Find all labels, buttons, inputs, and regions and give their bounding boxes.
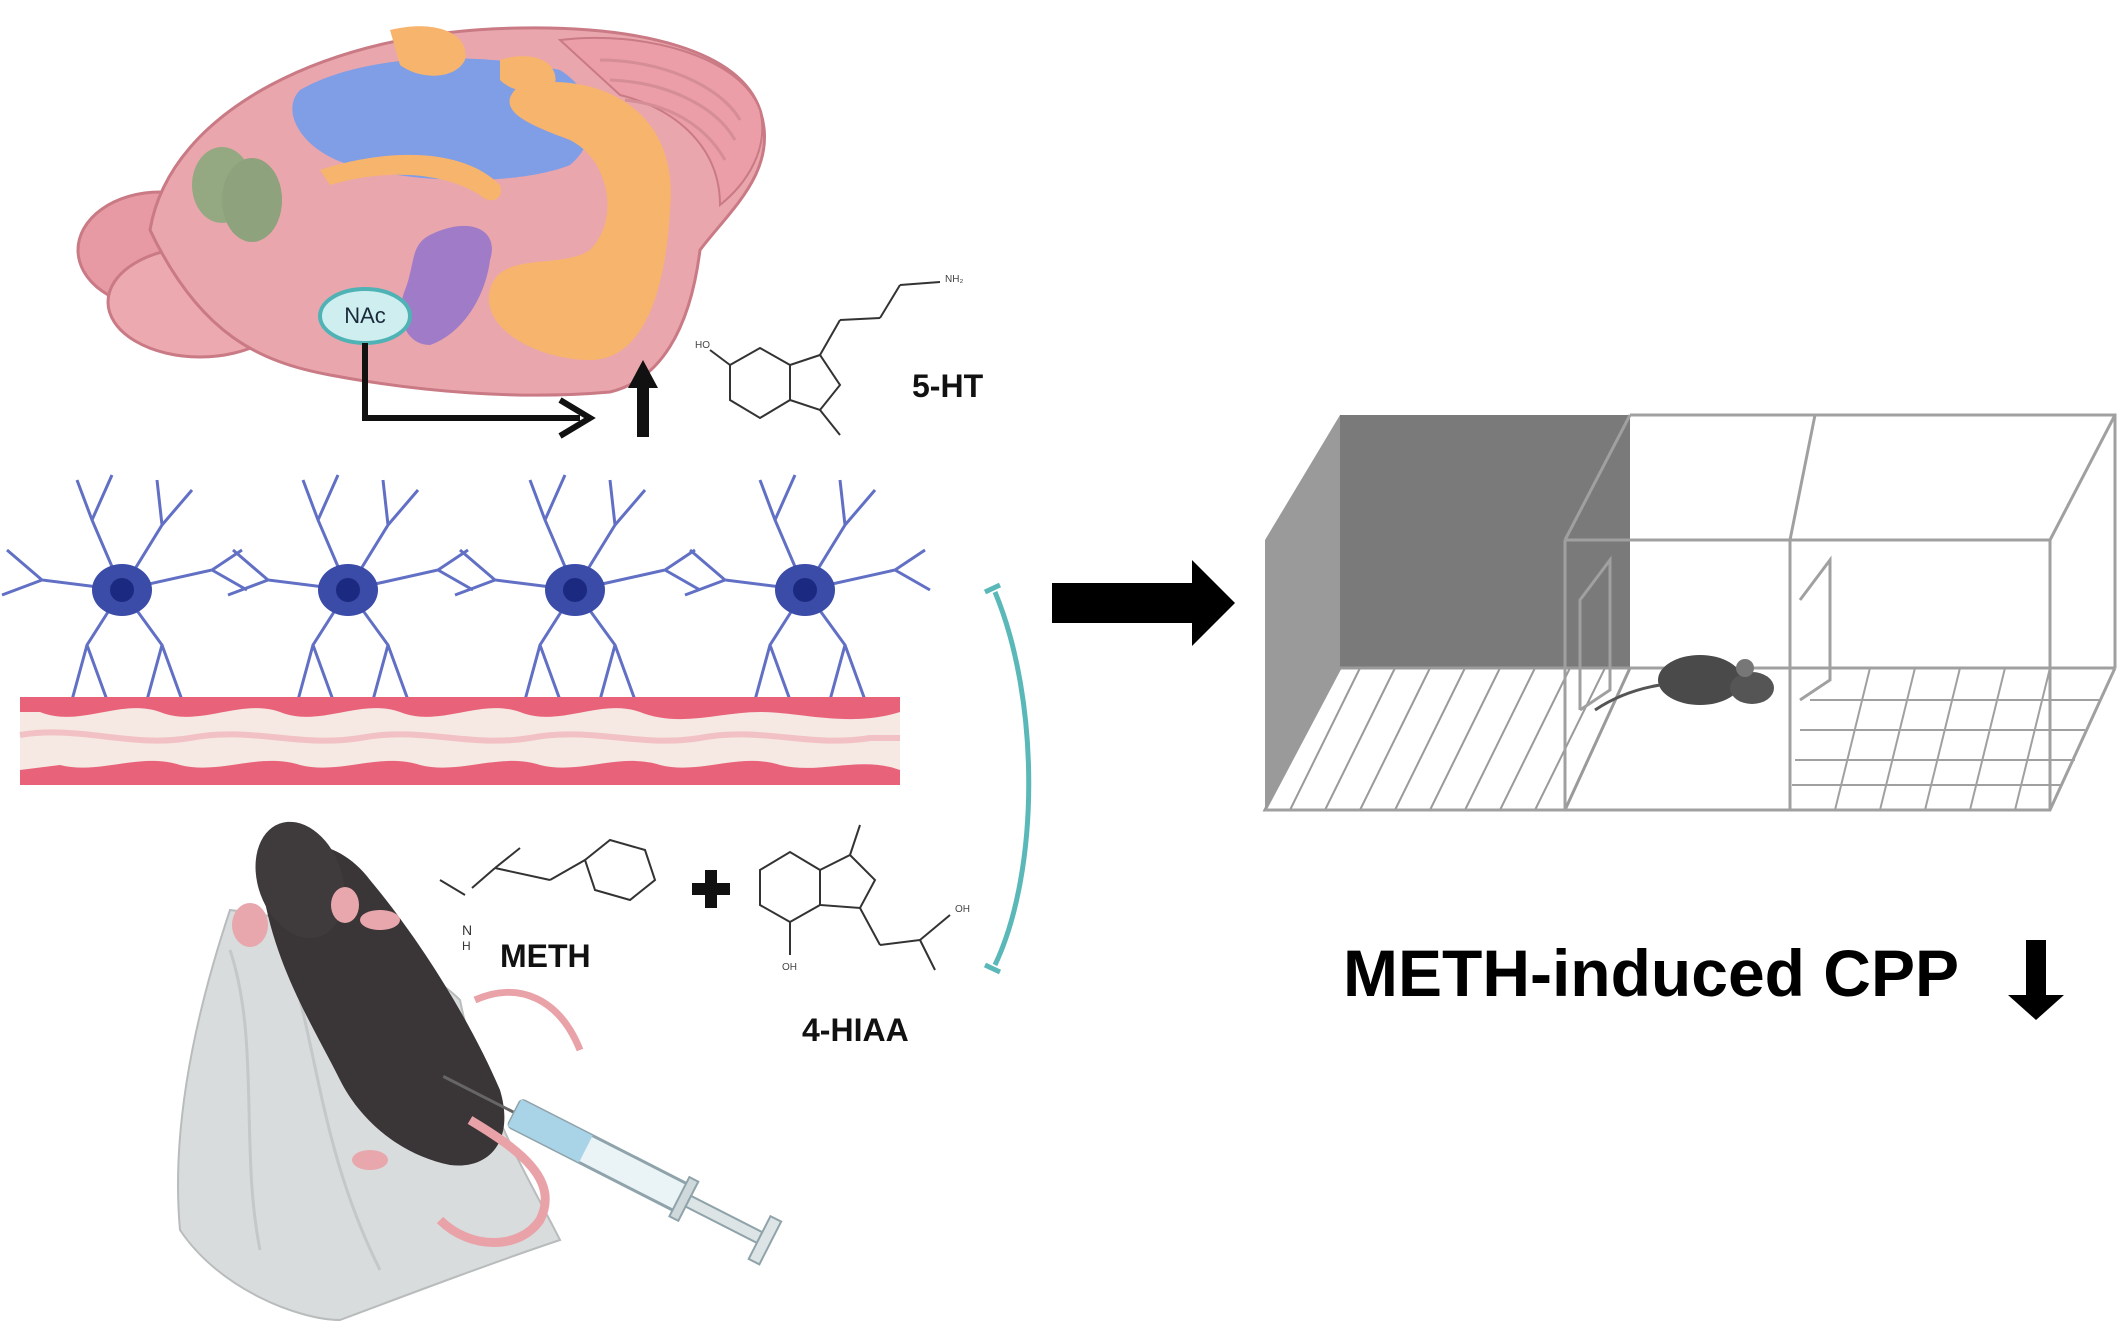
- serotonin-label: 5-HT: [912, 368, 984, 404]
- mouse-injection-illustration: [177, 821, 783, 1322]
- serotonin-structure: [709, 281, 941, 436]
- svg-text:NH₂: NH₂: [945, 274, 963, 285]
- mouse-brain-illustration: [76, 26, 767, 397]
- up-arrow-icon: [628, 360, 658, 437]
- svg-text:HO: HO: [695, 340, 710, 351]
- meth-label: METH: [500, 938, 591, 974]
- down-arrow-icon: [2008, 940, 2064, 1020]
- svg-text:H: H: [462, 939, 471, 953]
- plus-icon: [692, 870, 730, 908]
- svg-text:OH: OH: [782, 962, 797, 973]
- nac-label: NAc: [344, 303, 386, 328]
- svg-text:N: N: [462, 922, 472, 938]
- cpp-apparatus: [1262, 413, 2117, 812]
- hiaa-label: 4-HIAA: [802, 1012, 909, 1048]
- right-arrow-icon: [1052, 560, 1235, 646]
- feedback-arc: [983, 582, 1032, 975]
- outcome-label: METH-induced CPP: [1343, 936, 1960, 1010]
- blood-vessel-barrier: [19, 697, 900, 785]
- neuron-somas: [92, 564, 835, 616]
- hiaa-structure: [759, 824, 951, 971]
- meth-structure: [439, 838, 657, 902]
- svg-text:OH: OH: [955, 904, 970, 915]
- nac-to-serotonin-arrow: [362, 343, 596, 439]
- cpp-mouse: [1594, 655, 1774, 712]
